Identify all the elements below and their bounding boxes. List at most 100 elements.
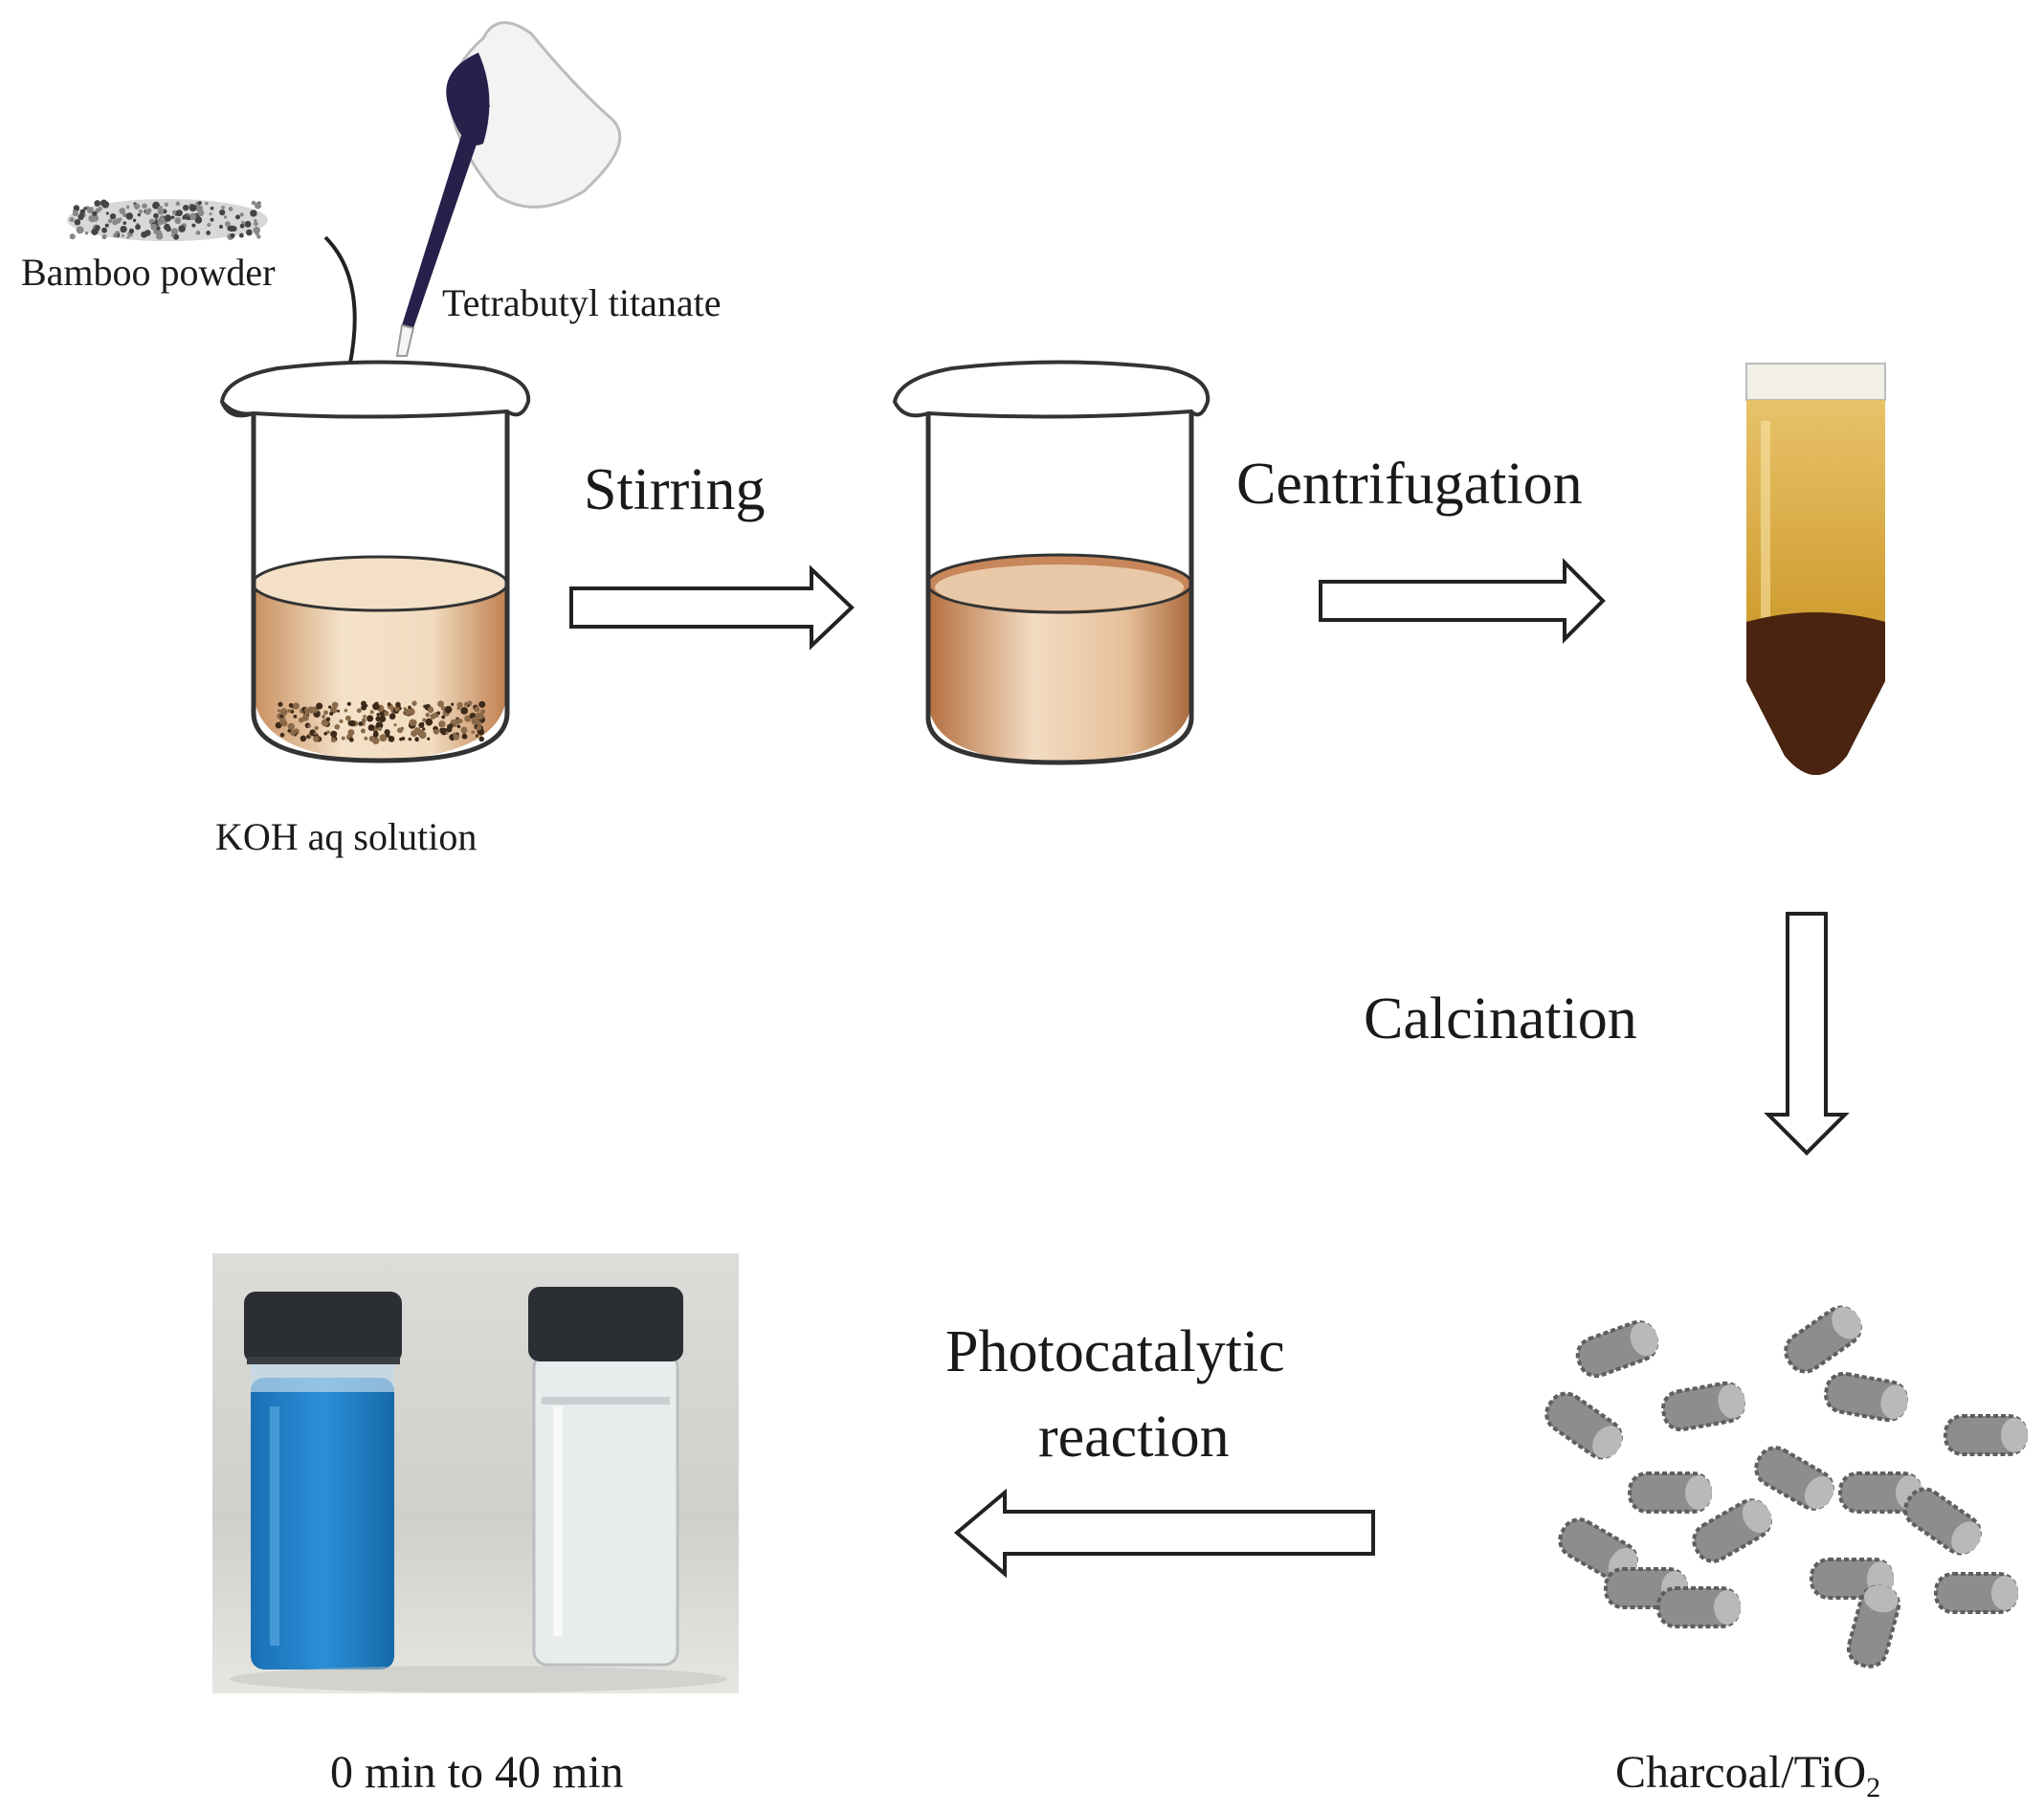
powder-speck bbox=[246, 229, 253, 236]
powder-speck bbox=[170, 215, 175, 219]
sediment-speck bbox=[408, 737, 412, 741]
calcination-label: Calcination bbox=[1364, 986, 1637, 1051]
powder-speck bbox=[133, 203, 141, 210]
beaker-stirred bbox=[892, 360, 1211, 765]
sediment-speck bbox=[368, 735, 375, 742]
sediment-speck bbox=[306, 735, 310, 739]
powder-speck bbox=[254, 202, 262, 210]
sediment-speck bbox=[325, 717, 331, 721]
powder-speck bbox=[170, 228, 179, 235]
sediment-speck bbox=[456, 724, 461, 729]
sediment-speck bbox=[425, 718, 433, 726]
charcoal-particle bbox=[1944, 1414, 2028, 1456]
sediment-speck bbox=[376, 716, 381, 720]
charcoal-particle bbox=[1754, 1446, 1834, 1511]
powder-speck bbox=[210, 206, 214, 210]
powder-speck bbox=[101, 233, 107, 240]
sediment-speck bbox=[331, 701, 339, 709]
charcoal-tio2-particles bbox=[1544, 1305, 2028, 1669]
sediment-speck bbox=[323, 731, 328, 736]
powder-speck bbox=[137, 212, 142, 217]
vial-40-min bbox=[528, 1287, 683, 1667]
sediment-speck bbox=[279, 732, 285, 738]
sediment-speck bbox=[422, 727, 426, 731]
powder-speck bbox=[254, 218, 257, 223]
sediment-speck bbox=[277, 709, 281, 713]
powder-speck bbox=[126, 235, 130, 239]
powder-speck bbox=[225, 221, 231, 227]
powder-speck bbox=[175, 210, 183, 217]
powder-speck bbox=[76, 226, 84, 234]
sediment-speck bbox=[422, 718, 427, 722]
beaker-koh bbox=[219, 360, 531, 763]
sediment-speck bbox=[369, 710, 374, 715]
sediment-speck bbox=[372, 702, 380, 711]
sediment-speck bbox=[327, 705, 332, 709]
sediment-speck bbox=[387, 702, 391, 706]
powder-speck bbox=[191, 223, 196, 228]
sediment-speck bbox=[460, 726, 468, 734]
powder-speck bbox=[235, 214, 240, 220]
sediment-speck bbox=[389, 713, 396, 720]
sediment-speck bbox=[445, 731, 449, 735]
sediment-speck bbox=[425, 712, 431, 718]
centrifugation-arrow bbox=[1319, 558, 1606, 644]
centrifuge-tube bbox=[1745, 363, 1886, 775]
sediment-speck bbox=[347, 729, 355, 737]
powder-speck bbox=[170, 233, 175, 237]
powder-speck bbox=[74, 219, 81, 226]
powder-speck bbox=[119, 208, 126, 214]
sediment-speck bbox=[373, 730, 379, 736]
sediment-speck bbox=[453, 734, 460, 741]
sediment-speck bbox=[437, 700, 444, 708]
powder-speck bbox=[128, 228, 135, 234]
powder-speck bbox=[164, 202, 169, 208]
powder-speck bbox=[189, 204, 197, 212]
bamboo-powder-label: Bamboo powder bbox=[21, 251, 276, 294]
sediment-speck bbox=[384, 710, 389, 717]
powder-speck bbox=[155, 220, 159, 224]
sediment-speck bbox=[307, 706, 315, 714]
sediment-speck bbox=[441, 715, 446, 719]
sediment-speck bbox=[346, 701, 351, 706]
sediment-speck bbox=[341, 736, 345, 741]
charcoal-particle bbox=[1575, 1319, 1659, 1379]
sediment-speck bbox=[448, 723, 454, 729]
powder-speck bbox=[79, 209, 86, 214]
sediment-speck bbox=[299, 717, 304, 723]
powder-speck bbox=[223, 215, 228, 219]
sediment-speck bbox=[411, 700, 417, 706]
powder-speck bbox=[250, 210, 257, 217]
sediment-speck bbox=[376, 713, 380, 717]
powder-speck bbox=[244, 220, 252, 228]
powder-speck bbox=[144, 230, 151, 236]
charcoal-tio2-label: Charcoal/TiO2 bbox=[1615, 1747, 1880, 1803]
sediment-speck bbox=[330, 730, 338, 738]
sediment-speck bbox=[411, 730, 417, 738]
sediment-speck bbox=[290, 709, 295, 714]
calcination-arrow bbox=[1764, 912, 1850, 1156]
powder-speck bbox=[195, 231, 200, 235]
sediment-speck bbox=[299, 710, 303, 714]
sediment-speck bbox=[314, 725, 319, 731]
sediment-speck bbox=[348, 737, 354, 742]
sediment-speck bbox=[440, 705, 446, 711]
sediment-speck bbox=[417, 729, 425, 737]
sediment-speck bbox=[456, 706, 461, 710]
powder-speck bbox=[101, 227, 107, 233]
charcoal-particle bbox=[1934, 1572, 2018, 1614]
sediment-speck bbox=[476, 725, 482, 731]
sediment-speck bbox=[358, 721, 364, 726]
sediment-speck bbox=[471, 718, 478, 725]
powder-speck bbox=[122, 221, 127, 225]
powder-speck bbox=[107, 218, 113, 224]
powder-speck bbox=[120, 225, 127, 233]
sediment-speck bbox=[463, 701, 469, 707]
photocatalytic-label-line2: reaction bbox=[1038, 1405, 1230, 1470]
sediment-speck bbox=[307, 724, 312, 728]
sediment-speck bbox=[344, 715, 351, 721]
sediment-speck bbox=[444, 705, 453, 714]
powder-speck bbox=[195, 201, 199, 205]
sediment-speck bbox=[367, 724, 375, 732]
powder-speck bbox=[112, 219, 119, 226]
